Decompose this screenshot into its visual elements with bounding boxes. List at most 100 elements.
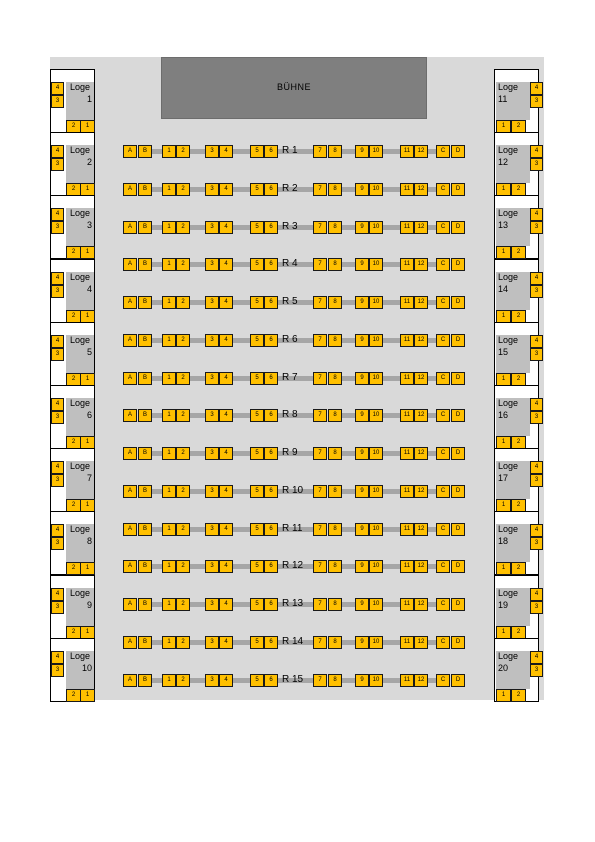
seat[interactable]: 4 [219, 372, 233, 385]
seat[interactable]: 3 [51, 537, 64, 550]
seat[interactable]: 8 [328, 485, 342, 498]
seat[interactable]: B [138, 560, 152, 573]
seat[interactable]: 10 [369, 523, 383, 536]
seat[interactable]: 3 [530, 411, 543, 424]
seat[interactable]: 3 [205, 372, 219, 385]
seat[interactable]: 1 [80, 246, 95, 259]
seat[interactable]: 3 [51, 348, 64, 361]
seat[interactable]: B [138, 372, 152, 385]
seat[interactable]: 5 [250, 598, 264, 611]
seat[interactable]: 11 [400, 560, 414, 573]
seat[interactable]: C [436, 145, 450, 158]
seat[interactable]: D [451, 485, 465, 498]
seat[interactable]: 4 [219, 674, 233, 687]
seat[interactable]: 10 [369, 447, 383, 460]
seat[interactable]: 11 [400, 598, 414, 611]
seat[interactable]: D [451, 447, 465, 460]
seat[interactable]: 10 [369, 674, 383, 687]
seat[interactable]: 6 [264, 636, 278, 649]
seat[interactable]: 1 [80, 562, 95, 575]
seat[interactable]: 3 [205, 636, 219, 649]
seat[interactable]: 10 [369, 145, 383, 158]
seat[interactable]: 10 [369, 372, 383, 385]
seat[interactable]: 7 [313, 598, 327, 611]
seat[interactable]: 7 [313, 523, 327, 536]
seat[interactable]: 5 [250, 334, 264, 347]
seat[interactable]: 2 [176, 334, 190, 347]
seat[interactable]: 2 [176, 485, 190, 498]
seat[interactable]: 11 [400, 636, 414, 649]
seat[interactable]: C [436, 296, 450, 309]
seat[interactable]: B [138, 674, 152, 687]
seat[interactable]: 4 [219, 258, 233, 271]
seat[interactable]: 5 [250, 485, 264, 498]
seat[interactable]: 9 [355, 296, 369, 309]
seat[interactable]: D [451, 523, 465, 536]
seat[interactable]: 6 [264, 523, 278, 536]
seat[interactable]: 12 [414, 485, 428, 498]
seat[interactable]: 12 [414, 598, 428, 611]
seat[interactable]: 1 [162, 447, 176, 460]
seat[interactable]: 3 [205, 296, 219, 309]
seat[interactable]: 8 [328, 447, 342, 460]
seat[interactable]: 9 [355, 372, 369, 385]
seat[interactable]: B [138, 523, 152, 536]
seat[interactable]: 10 [369, 334, 383, 347]
seat[interactable]: 2 [176, 258, 190, 271]
seat[interactable]: 2 [511, 689, 526, 702]
seat[interactable]: 3 [530, 158, 543, 171]
seat[interactable]: 3 [51, 158, 64, 171]
seat[interactable]: 2 [66, 689, 81, 702]
seat[interactable]: 4 [219, 409, 233, 422]
seat[interactable]: 7 [313, 409, 327, 422]
seat[interactable]: A [123, 485, 137, 498]
seat[interactable]: 10 [369, 221, 383, 234]
seat[interactable]: 2 [176, 183, 190, 196]
seat[interactable]: 4 [530, 588, 543, 601]
seat[interactable]: 10 [369, 409, 383, 422]
seat[interactable]: 12 [414, 560, 428, 573]
seat[interactable]: 3 [530, 601, 543, 614]
seat[interactable]: 5 [250, 372, 264, 385]
seat[interactable]: 6 [264, 296, 278, 309]
seat[interactable]: 6 [264, 183, 278, 196]
seat[interactable]: 3 [205, 447, 219, 460]
seat[interactable]: C [436, 636, 450, 649]
seat[interactable]: C [436, 409, 450, 422]
seat[interactable]: B [138, 145, 152, 158]
seat[interactable]: B [138, 485, 152, 498]
seat[interactable]: 8 [328, 372, 342, 385]
seat[interactable]: 9 [355, 560, 369, 573]
seat[interactable]: 3 [205, 334, 219, 347]
seat[interactable]: A [123, 560, 137, 573]
seat[interactable]: B [138, 183, 152, 196]
seat[interactable]: A [123, 636, 137, 649]
seat[interactable]: 2 [176, 674, 190, 687]
seat[interactable]: C [436, 447, 450, 460]
seat[interactable]: 1 [162, 636, 176, 649]
seat[interactable]: 9 [355, 221, 369, 234]
seat[interactable]: 1 [80, 120, 95, 133]
seat[interactable]: 11 [400, 145, 414, 158]
seat[interactable]: 7 [313, 485, 327, 498]
seat[interactable]: 1 [80, 689, 95, 702]
seat[interactable]: C [436, 258, 450, 271]
seat[interactable]: 5 [250, 183, 264, 196]
seat[interactable]: 10 [369, 560, 383, 573]
seat[interactable]: 7 [313, 674, 327, 687]
seat[interactable]: D [451, 636, 465, 649]
seat[interactable]: 4 [51, 335, 64, 348]
seat[interactable]: 4 [530, 145, 543, 158]
seat[interactable]: 3 [51, 285, 64, 298]
seat[interactable]: 5 [250, 636, 264, 649]
seat[interactable]: 6 [264, 447, 278, 460]
seat[interactable]: 9 [355, 523, 369, 536]
seat[interactable]: 4 [51, 651, 64, 664]
seat[interactable]: 11 [400, 258, 414, 271]
seat[interactable]: 4 [51, 398, 64, 411]
seat[interactable]: D [451, 560, 465, 573]
seat[interactable]: A [123, 409, 137, 422]
seat[interactable]: 12 [414, 674, 428, 687]
seat[interactable]: 2 [176, 598, 190, 611]
seat[interactable]: 4 [51, 145, 64, 158]
